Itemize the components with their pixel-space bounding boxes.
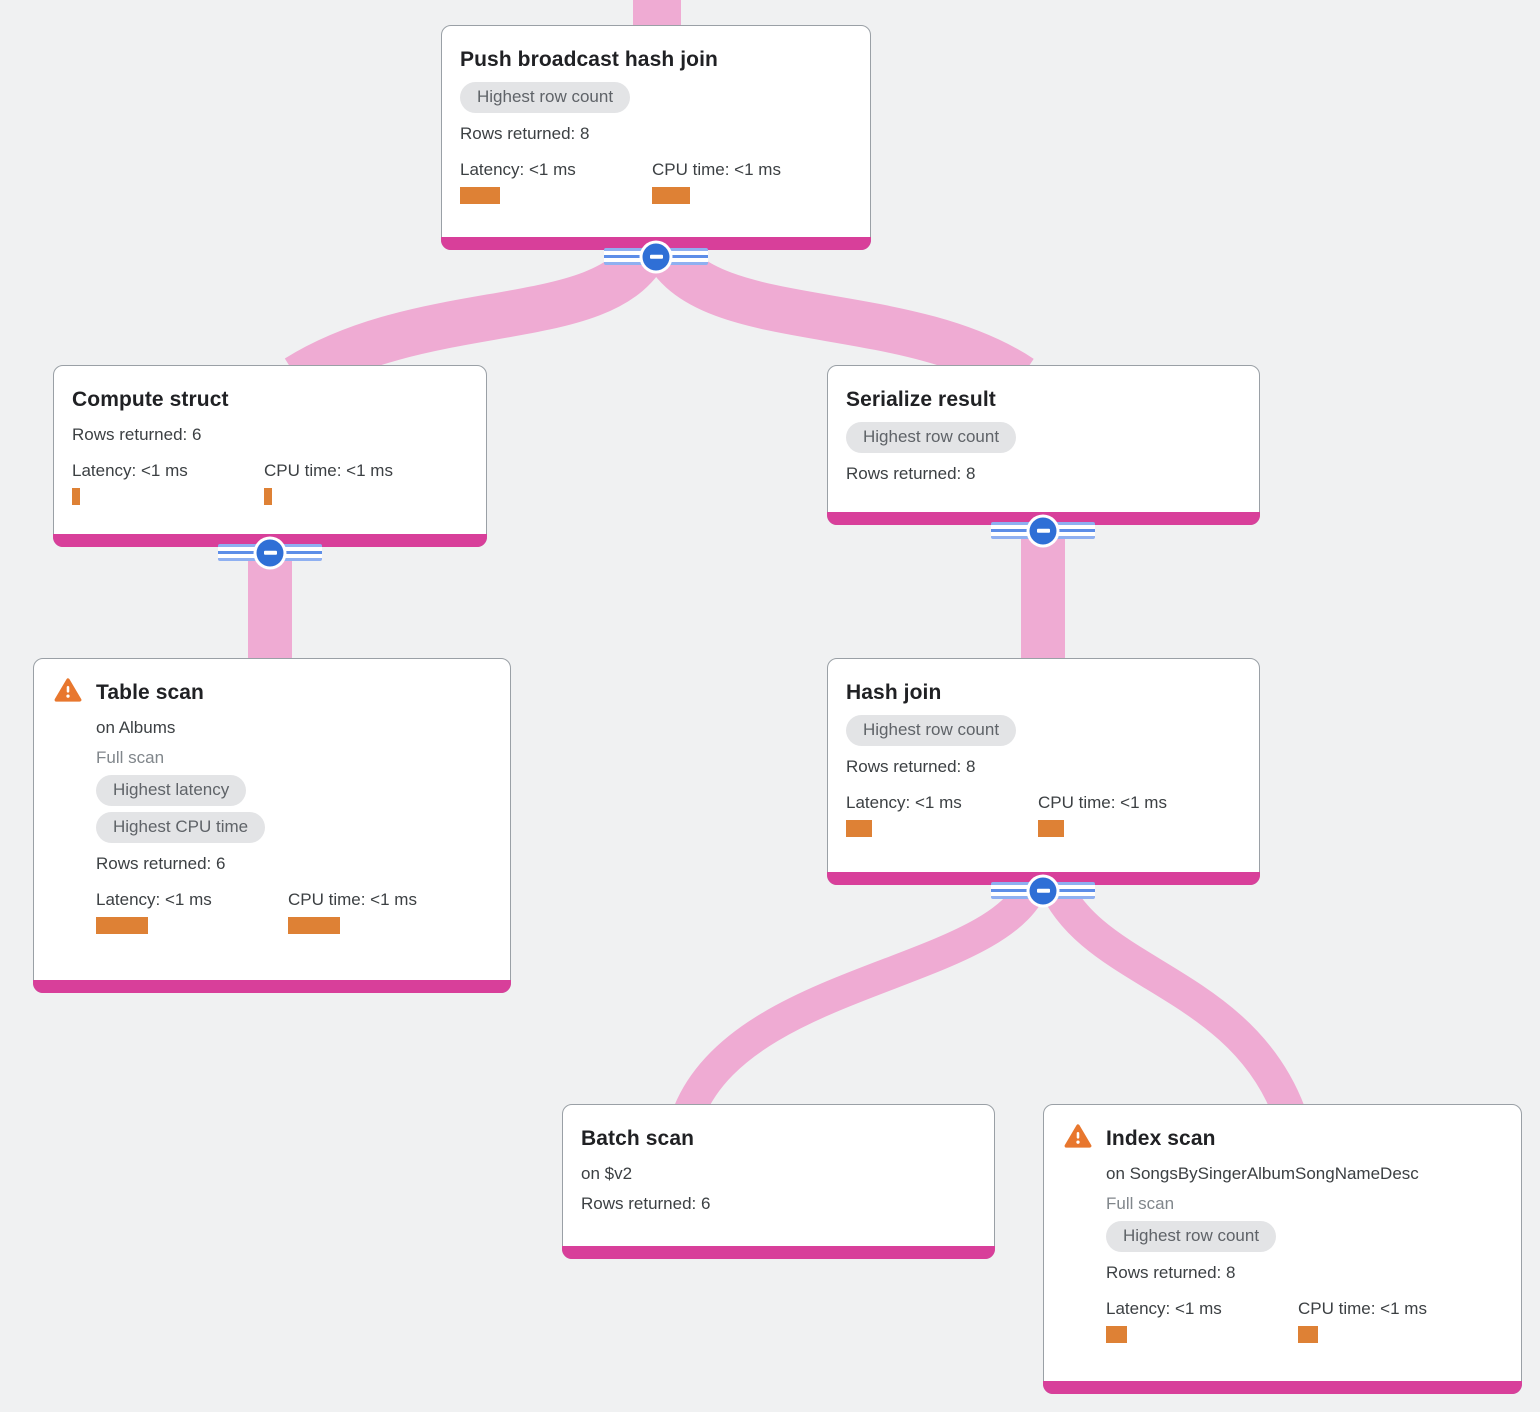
plan-node-push-broadcast-hash-join[interactable]: Push broadcast hash join Highest row cou… (441, 25, 871, 250)
collapse-button[interactable] (1029, 877, 1057, 904)
rows-returned: Rows returned: 8 (1106, 1263, 1236, 1282)
latency-label: Latency: <1 ms (1106, 1299, 1222, 1318)
node-accent-bar (1043, 1381, 1522, 1394)
node-operation: on SongsBySingerAlbumSongNameDesc (1106, 1164, 1419, 1183)
collapse-control-serialize-result (991, 517, 1095, 544)
cpu-metric: CPU time: <1 ms (264, 460, 456, 505)
collapse-button[interactable] (642, 243, 670, 270)
status-badge: Highest latency (96, 775, 247, 806)
cpu-time-bar (264, 488, 272, 505)
flow-link-root-to-compute-struct (284, 232, 672, 398)
plan-node-table-scan[interactable]: Table scan on Albums Full scan Highest l… (33, 658, 511, 993)
collapse-control-root (604, 243, 708, 270)
cpu-time-bar (1298, 1326, 1318, 1343)
node-title: Serialize result (846, 388, 996, 411)
status-badge: Highest row count (846, 422, 1017, 453)
node-title: Table scan (96, 681, 204, 704)
plan-node-serialize-result[interactable]: Serialize result Highest row count Rows … (827, 365, 1260, 525)
plan-node-index-scan[interactable]: Index scan on SongsBySingerAlbumSongName… (1043, 1104, 1522, 1394)
scan-type: Full scan (96, 748, 165, 767)
latency-bar (846, 820, 872, 837)
latency-bar (1106, 1326, 1127, 1343)
flow-link-hash-join-to-batch-scan (674, 872, 1051, 1119)
rows-returned: Rows returned: 6 (96, 854, 226, 873)
rows-returned: Rows returned: 6 (72, 425, 202, 444)
minus-icon (1036, 888, 1050, 893)
latency-label: Latency: <1 ms (846, 793, 962, 812)
latency-bar (72, 488, 80, 505)
minus-icon (649, 254, 663, 259)
rows-returned: Rows returned: 8 (846, 464, 976, 483)
warning-icon (1064, 1123, 1092, 1154)
plan-node-batch-scan[interactable]: Batch scan on $v2 Rows returned: 6 (562, 1104, 995, 1259)
node-operation: on Albums (96, 718, 176, 737)
flow-link-root-to-serialize-result (640, 232, 1034, 398)
plan-node-hash-join[interactable]: Hash join Highest row count Rows returne… (827, 658, 1260, 885)
cpu-metric: CPU time: <1 ms (1298, 1298, 1490, 1343)
flow-link-hash-join-to-index-scan (1036, 871, 1305, 1119)
cpu-time-bar (1038, 820, 1064, 837)
plan-node-compute-struct[interactable]: Compute struct Rows returned: 6 Latency:… (53, 365, 487, 547)
cpu-time-label: CPU time: <1 ms (652, 160, 781, 179)
latency-bar (460, 187, 500, 204)
latency-label: Latency: <1 ms (96, 890, 212, 909)
node-title: Batch scan (581, 1127, 695, 1150)
status-badge: Highest CPU time (96, 812, 266, 843)
warning-icon (54, 677, 82, 708)
node-title: Hash join (846, 681, 942, 704)
cpu-time-label: CPU time: <1 ms (264, 461, 393, 480)
collapse-control-hash-join (991, 877, 1095, 904)
collapse-button[interactable] (256, 539, 284, 566)
collapse-control-compute-struct (218, 539, 322, 566)
minus-icon (1036, 528, 1050, 533)
latency-metric: Latency: <1 ms (1106, 1298, 1298, 1343)
latency-metric: Latency: <1 ms (96, 889, 288, 934)
latency-label: Latency: <1 ms (72, 461, 188, 480)
scan-type: Full scan (1106, 1194, 1175, 1213)
node-operation: on $v2 (581, 1164, 633, 1183)
cpu-metric: CPU time: <1 ms (288, 889, 480, 934)
node-title: Push broadcast hash join (460, 48, 718, 71)
latency-metric: Latency: <1 ms (72, 460, 264, 505)
status-badge: Highest row count (846, 715, 1017, 746)
rows-returned: Rows returned: 8 (846, 757, 976, 776)
cpu-time-bar (652, 187, 690, 204)
latency-metric: Latency: <1 ms (846, 792, 1038, 837)
node-title: Index scan (1106, 1127, 1216, 1150)
status-badge: Highest row count (1106, 1221, 1277, 1252)
node-accent-bar (562, 1246, 995, 1259)
cpu-time-label: CPU time: <1 ms (1298, 1299, 1427, 1318)
node-title: Compute struct (72, 388, 229, 411)
cpu-time-label: CPU time: <1 ms (1038, 793, 1167, 812)
rows-returned: Rows returned: 8 (460, 124, 590, 143)
cpu-time-bar (288, 917, 340, 934)
latency-bar (96, 917, 148, 934)
minus-icon (263, 550, 277, 555)
collapse-button[interactable] (1029, 517, 1057, 544)
latency-label: Latency: <1 ms (460, 160, 576, 179)
latency-metric: Latency: <1 ms (460, 159, 652, 204)
status-badge: Highest row count (460, 82, 631, 113)
cpu-metric: CPU time: <1 ms (1038, 792, 1230, 837)
cpu-metric: CPU time: <1 ms (652, 159, 844, 204)
node-accent-bar (33, 980, 511, 993)
rows-returned: Rows returned: 6 (581, 1194, 711, 1213)
cpu-time-label: CPU time: <1 ms (288, 890, 417, 909)
